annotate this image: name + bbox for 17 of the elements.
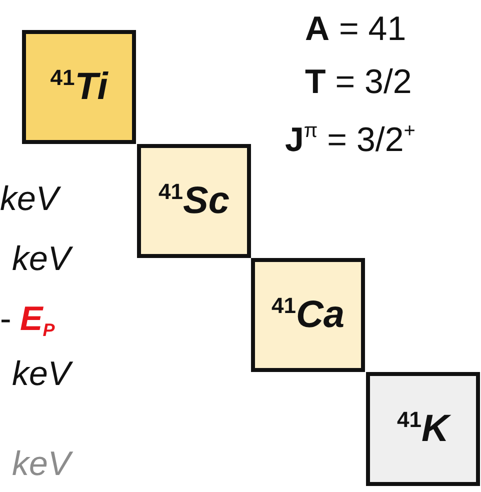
isotope-box [137, 144, 251, 258]
energy-unit: keV [12, 355, 71, 394]
proton-energy-label: E$_{P}$ [20, 300, 55, 341]
energy-unit: keV [0, 180, 59, 219]
minus-sign: - [0, 300, 12, 339]
isotope-label: $^{41}$Ca [271, 293, 345, 337]
spin-parity-label: J$^{π}$ = 3/2$^{+}$ [285, 120, 416, 160]
isotope-label: $^{41}$K [397, 407, 449, 451]
mass-number-label: A = 41 [305, 10, 406, 49]
isotope-box [251, 258, 365, 372]
isotope-label: $^{41}$Ti [50, 65, 108, 109]
isotope-box [366, 372, 480, 486]
energy-unit: keV [12, 240, 71, 279]
isotope-label: $^{41}$Sc [158, 179, 230, 223]
energy-unit: keV [12, 445, 71, 484]
isotope-box [22, 30, 136, 144]
isospin-label: T = 3/2 [305, 63, 412, 102]
